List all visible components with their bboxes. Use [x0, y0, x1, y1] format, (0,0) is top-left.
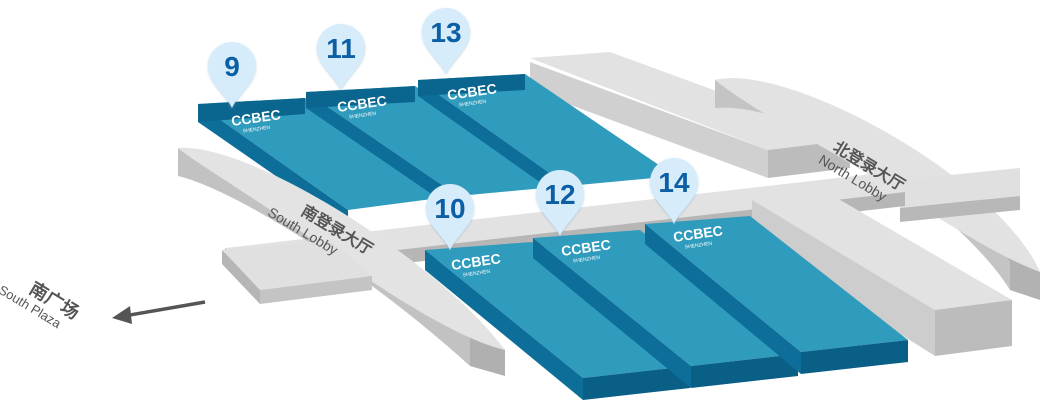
south-service-block — [752, 194, 1012, 356]
hall-number: 14 — [658, 167, 690, 198]
map-pin-icon — [422, 8, 470, 74]
south-connector — [222, 240, 372, 304]
hall-number: 10 — [434, 193, 465, 224]
hall-9-brand-name: CCBEC — [230, 106, 282, 129]
hall-10-brand-sub: SHENZHEN — [462, 269, 490, 279]
hall-13[interactable] — [418, 74, 675, 202]
hall-9-brand: CCBEC SHENZHEN — [230, 106, 282, 135]
map-pin-icon — [536, 170, 584, 236]
hall-9-brand-sub: SHENZHEN — [242, 125, 270, 135]
hall-13-brand-sub: SHENZHEN — [458, 99, 486, 109]
hall-12-brand: CCBEC SHENZHEN — [560, 236, 612, 265]
hall-14[interactable] — [645, 216, 908, 374]
hall-10-pin[interactable]: 10 — [426, 184, 474, 250]
hall-9-pin[interactable]: 9 — [208, 42, 256, 108]
hall-14-pin[interactable]: 14 — [650, 158, 698, 224]
north-connector — [900, 168, 1020, 222]
north-service-block — [530, 52, 850, 178]
hall-14-brand-sub: SHENZHEN — [684, 241, 712, 251]
map-pin-icon — [317, 24, 365, 90]
hall-number: 11 — [326, 33, 356, 64]
south-lobby-building[interactable] — [178, 147, 505, 376]
hall-11-brand-name: CCBEC — [336, 92, 388, 115]
hall-14-brand: CCBEC SHENZHEN — [672, 222, 724, 251]
hall-11-pin[interactable]: 11 — [317, 24, 365, 90]
hall-13-brand-name: CCBEC — [446, 80, 498, 103]
hall-10-brand-name: CCBEC — [450, 250, 502, 273]
hall-number: 13 — [430, 17, 461, 48]
hall-11[interactable] — [306, 86, 565, 212]
hall-number: 12 — [544, 179, 575, 210]
arrow-left-icon — [112, 300, 206, 324]
hall-13-brand: CCBEC SHENZHEN — [446, 80, 498, 109]
hall-10[interactable] — [425, 242, 690, 400]
hall-11-brand-sub: SHENZHEN — [348, 111, 376, 121]
hall-11-brand: CCBEC SHENZHEN — [336, 92, 388, 121]
hall-12-pin[interactable]: 12 — [536, 170, 584, 236]
map-pin-icon — [650, 158, 698, 224]
hall-12[interactable] — [533, 230, 798, 388]
hall-12-brand-sub: SHENZHEN — [572, 255, 600, 265]
hall-number: 9 — [224, 51, 240, 82]
hall-14-brand-name: CCBEC — [672, 222, 724, 245]
south-plaza-label: 南广场 South Plaza — [0, 277, 83, 331]
hall-12-brand-name: CCBEC — [560, 236, 612, 259]
hall-13-pin[interactable]: 13 — [422, 8, 470, 74]
map-pin-icon — [208, 42, 256, 108]
map-pin-icon — [426, 184, 474, 250]
hall-10-brand: CCBEC SHENZHEN — [450, 250, 502, 279]
